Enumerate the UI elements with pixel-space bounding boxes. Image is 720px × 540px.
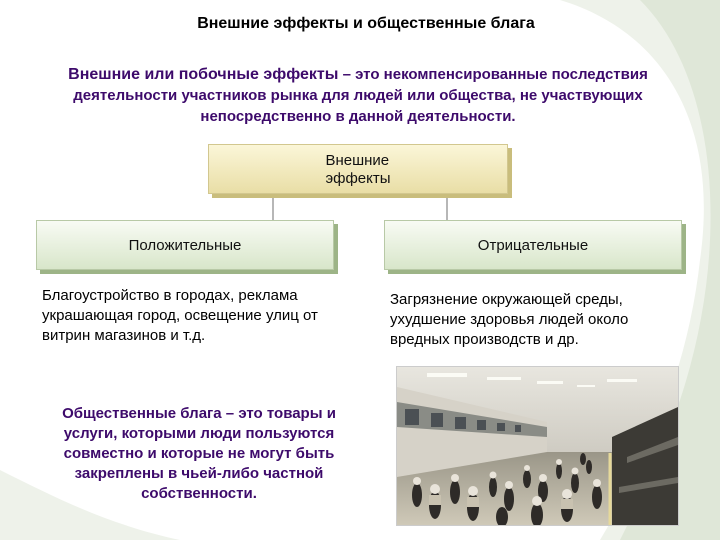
negative-examples-text: Загрязнение окружающей среды, ухудшение … — [390, 291, 629, 348]
definition-term: Внешние или побочные эффекты — [68, 66, 339, 83]
negative-externalities-box: Отрицательные — [384, 220, 682, 270]
root-box-line-1: Внешние — [325, 152, 390, 169]
subway-station-photo — [396, 366, 679, 526]
definition-text: – это некомпенсированные последствия дея… — [73, 66, 648, 125]
positive-examples-text: Благоустройство в городах, реклама украш… — [42, 287, 318, 344]
connector-left — [272, 194, 274, 220]
externalities-definition: Внешние или побочные эффекты – это неком… — [30, 64, 686, 127]
public-goods-definition: Общественные блага – это товары и услуги… — [62, 405, 336, 502]
positive-label: Положительные — [128, 237, 242, 254]
connector-right — [446, 194, 448, 220]
positive-externalities-box: Положительные — [36, 220, 334, 270]
page-title: Внешние эффекты и общественные блага — [197, 15, 535, 32]
subway-photo-illustration — [397, 367, 678, 525]
root-box-line-2: эффекты — [325, 170, 391, 187]
negative-label: Отрицательные — [477, 237, 589, 254]
